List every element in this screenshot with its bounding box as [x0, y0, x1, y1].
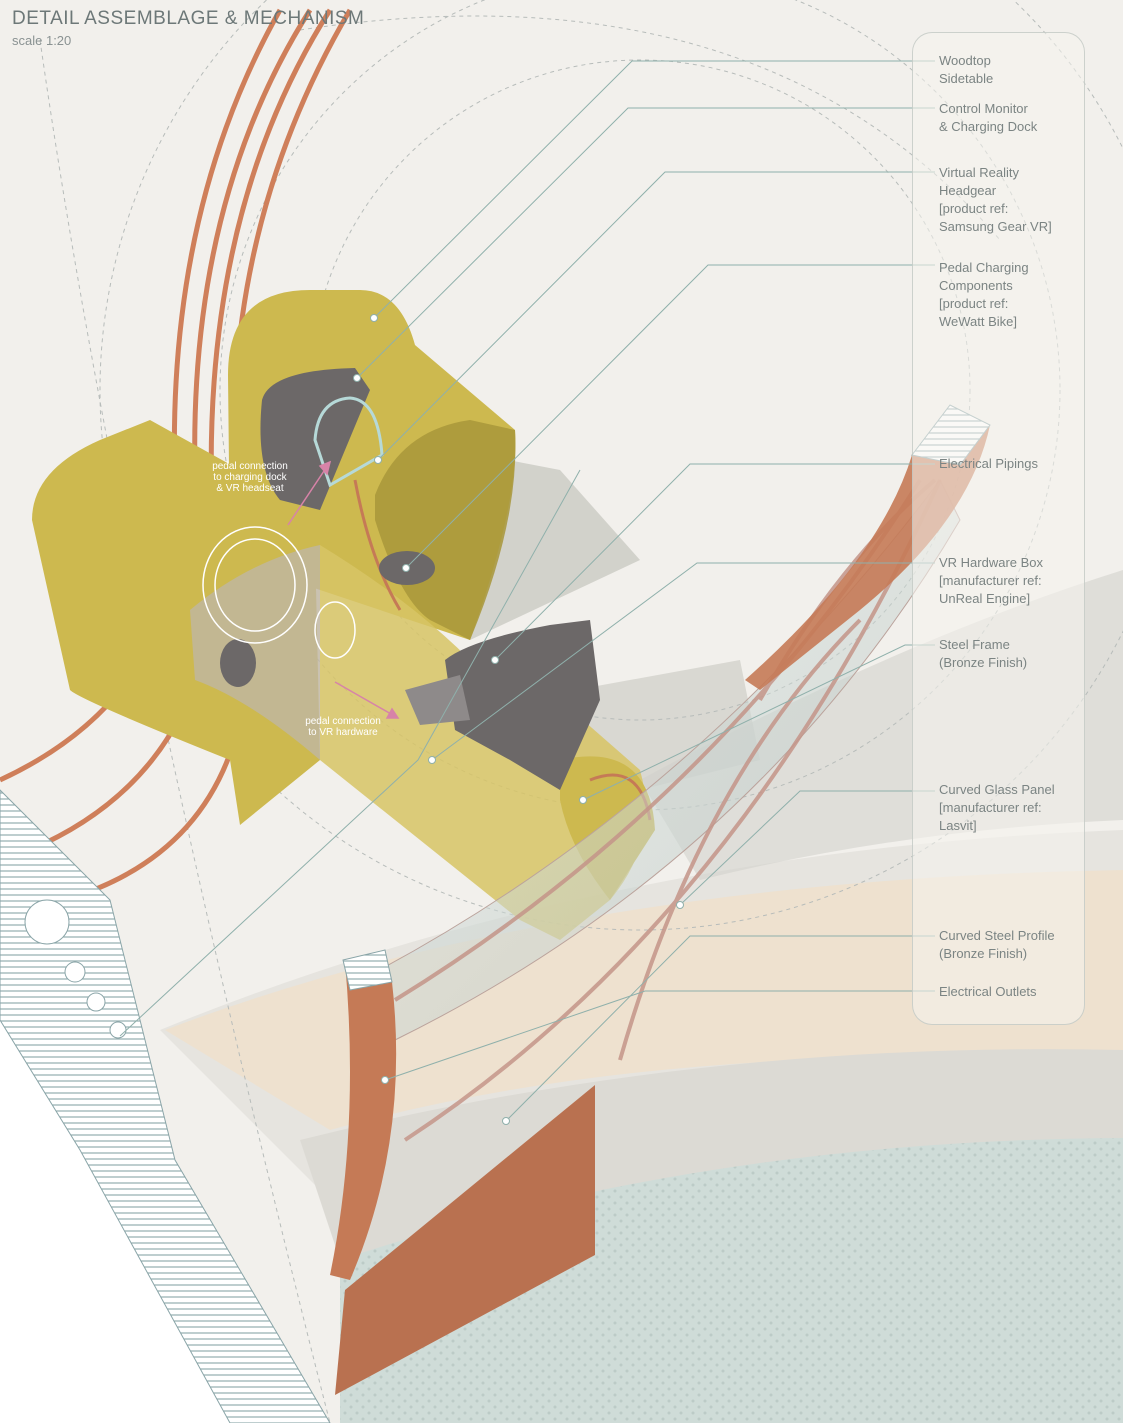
leader-line-curved-glass-panel	[679, 790, 935, 906]
beige-ring	[165, 870, 1123, 1130]
copper-profile-hatch	[342, 949, 393, 991]
legend-curved-glass-panel: Curved Glass Panel [manufacturer ref: La…	[939, 782, 1055, 833]
leader-line-outlet-wall	[119, 469, 581, 1037]
legend-vr-hardware-box: VR Hardware Box [manufacturer ref: UnRea…	[939, 555, 1044, 606]
outlet-holes	[24, 899, 127, 1039]
legend-electrical-pipings: Electrical Pipings	[939, 456, 1038, 471]
leader-dot-electrical-pipings	[491, 656, 499, 664]
legend-steel-frame: Steel Frame (Bronze Finish)	[939, 637, 1028, 670]
pedal-hardware-note: pedal connection to VR hardware	[305, 716, 381, 738]
leader-line-vr-headgear	[377, 171, 935, 461]
copper-bottom-panel	[335, 1085, 595, 1395]
legend-woodtop-sidetable: Woodtop Sidetable	[939, 53, 994, 86]
leader-dot-curved-steel-profile	[502, 1117, 510, 1125]
leader-dot-vr-headgear	[374, 456, 382, 464]
legend-vr-headgear: Virtual Reality Headgear [product ref: S…	[939, 165, 1052, 234]
leader-line-electrical-pipings	[494, 463, 935, 661]
leader-dot-control-monitor	[353, 374, 361, 382]
legend-curved-steel-profile: Curved Steel Profile (Bronze Finish)	[939, 928, 1055, 961]
legend-control-monitor: Control Monitor & Charging Dock	[939, 101, 1038, 134]
leader-line-vr-hardware-box	[431, 562, 935, 761]
legend-electrical-outlets: Electrical Outlets	[939, 984, 1037, 999]
copper-profile	[330, 962, 397, 1280]
leader-dot-curved-glass-panel	[676, 901, 684, 909]
leader-dot-steel-frame	[579, 796, 587, 804]
section-wall	[0, 789, 331, 1423]
leader-line-electrical-outlets	[384, 990, 935, 1081]
vr-headgear-frame	[313, 396, 384, 488]
leader-line-pedal-charging	[405, 264, 935, 569]
page-title: DETAIL ASSEMBLAGE & MECHANISM	[12, 8, 365, 29]
pedal-gear	[202, 526, 356, 659]
legend-pedal-charging: Pedal Charging Components [product ref: …	[939, 260, 1029, 329]
scale-note: scale 1:20	[12, 33, 72, 48]
leader-dot-vr-hardware-box	[428, 756, 436, 764]
leader-lines	[119, 60, 935, 1125]
leader-line-curved-steel-profile	[505, 935, 935, 1122]
pedal-dock-note: pedal connection to charging dock & VR h…	[212, 461, 288, 494]
connection-arrows	[287, 460, 400, 719]
leader-dot-pedal-charging	[402, 564, 410, 572]
leader-dot-electrical-outlets	[381, 1076, 389, 1084]
legend-panel	[912, 32, 1085, 1025]
leader-line-woodtop-sidetable	[373, 60, 935, 319]
leader-line-control-monitor	[356, 107, 935, 379]
leader-dot-woodtop-sidetable	[370, 314, 378, 322]
